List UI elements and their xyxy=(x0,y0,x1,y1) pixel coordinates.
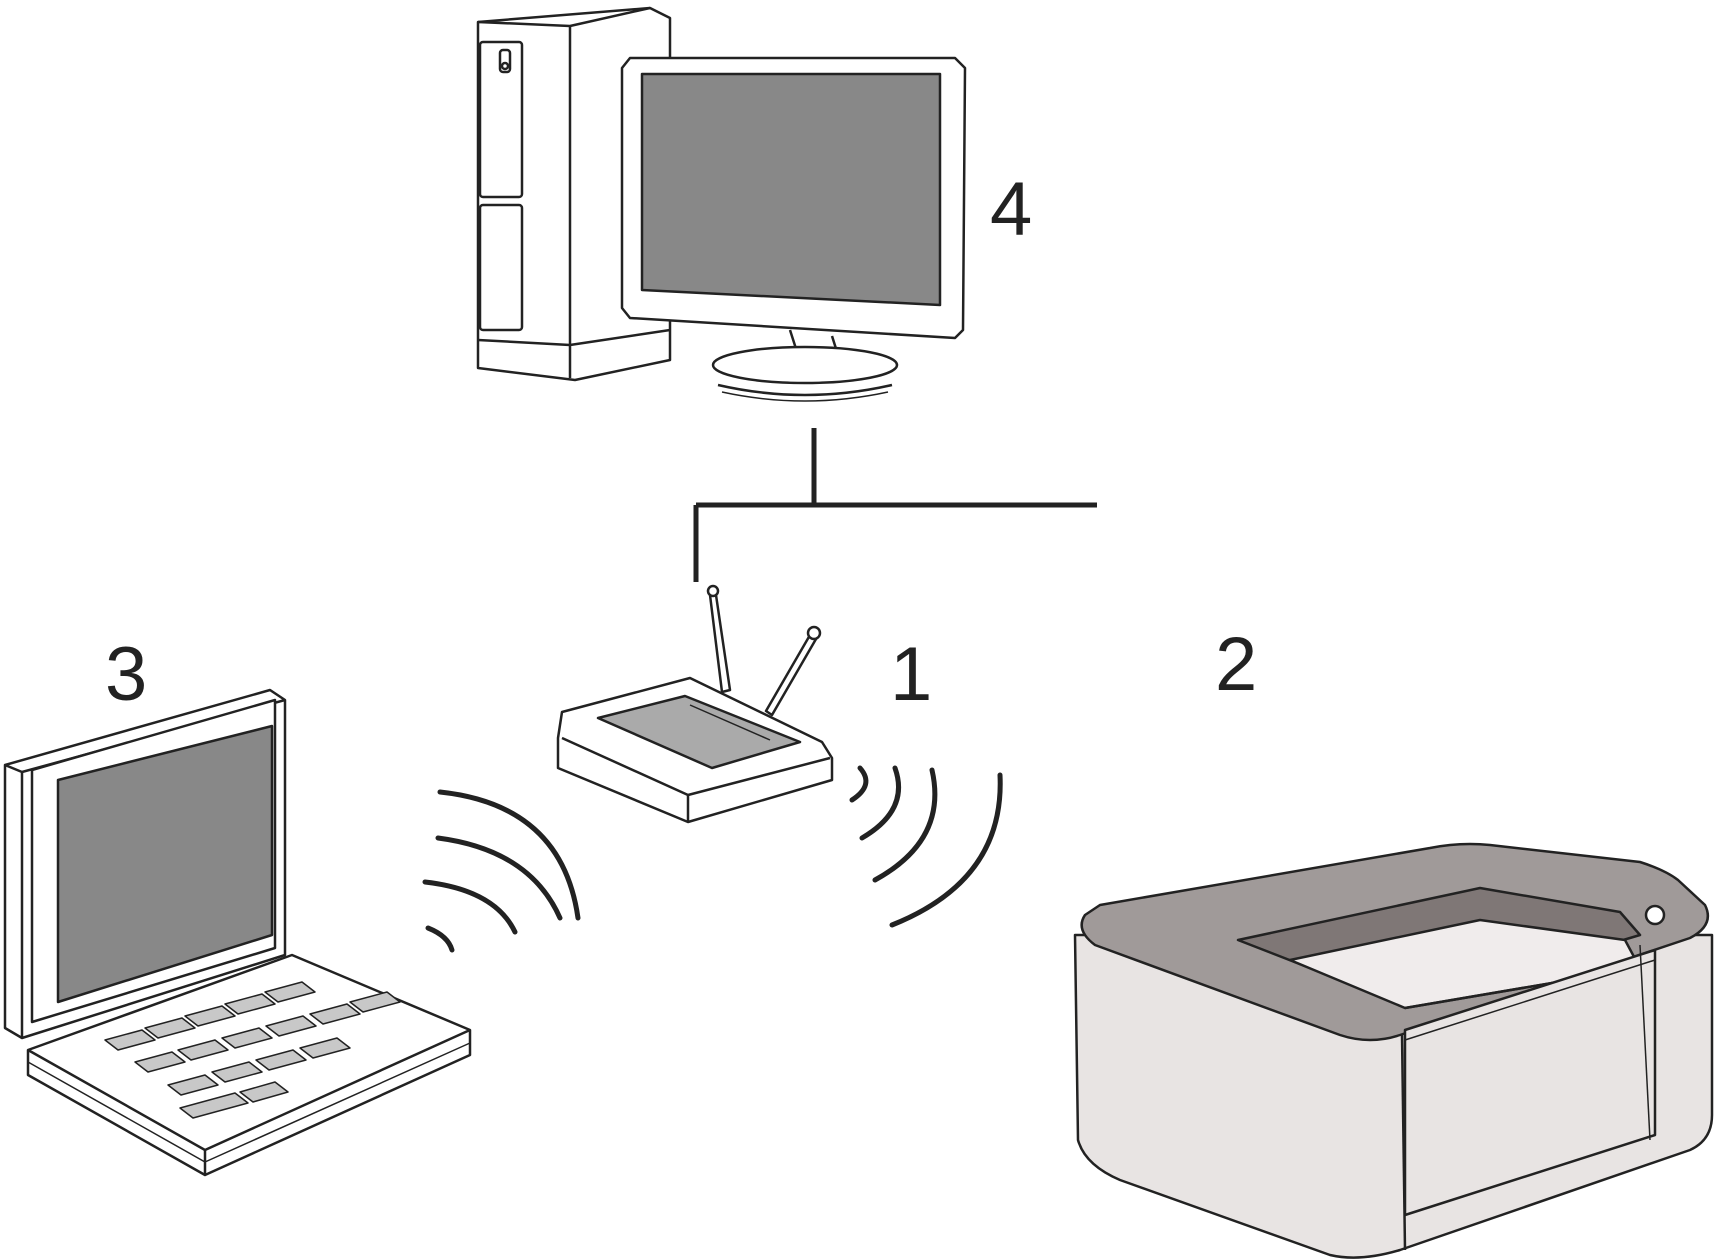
router-antennas xyxy=(706,584,822,717)
desktop-screen xyxy=(640,72,942,307)
wifi-signal-right xyxy=(849,765,1003,928)
printer xyxy=(1073,842,1714,1259)
wifi-signal-left xyxy=(422,789,581,953)
wireless-router xyxy=(556,584,834,824)
callout-desktop: 4 xyxy=(990,167,1032,252)
router-panel xyxy=(596,694,802,770)
callout-printer: 2 xyxy=(1215,622,1257,707)
network-cable xyxy=(693,428,1097,582)
laptop-screen xyxy=(56,724,274,1004)
laptop-keyboard xyxy=(104,981,401,1119)
callout-router: 1 xyxy=(890,632,932,717)
callout-laptop: 3 xyxy=(105,632,147,717)
desktop-computer xyxy=(476,6,967,402)
laptop xyxy=(3,688,472,1177)
monitor xyxy=(620,56,967,402)
